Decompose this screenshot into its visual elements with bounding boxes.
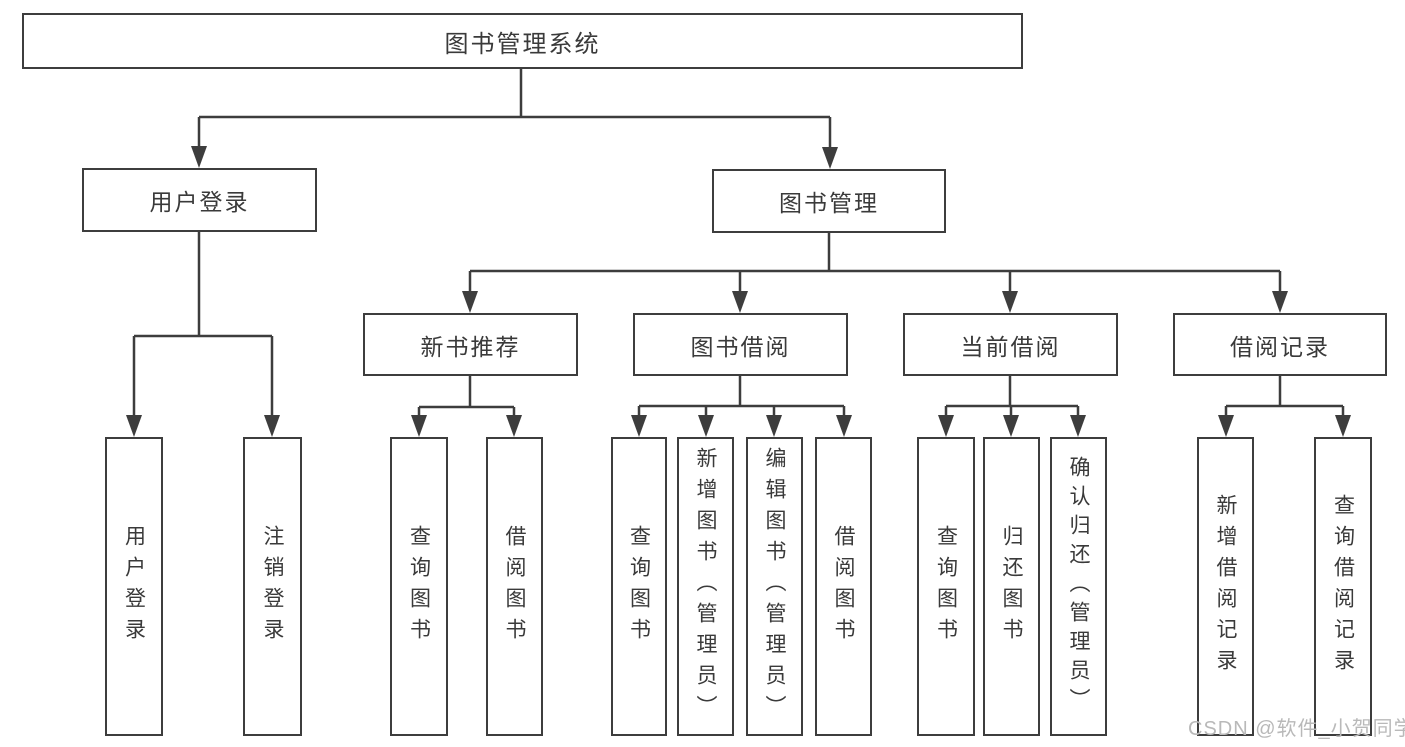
leaf-logout-label: 注销登录 (261, 524, 285, 649)
leaf-user-login-label: 用户登录 (122, 524, 146, 649)
csdn-watermark: CSDN @软件_小贺同学 (1188, 718, 1405, 740)
node-user-login-label: 用户登录 (149, 189, 250, 215)
connector-bookmgmt-to-level3 (468, 231, 1282, 293)
leaf-borrowing-query-books-label: 查询图书 (627, 524, 651, 649)
node-root: 图书管理系统 (22, 13, 1023, 69)
node-new-book-recommend: 新书推荐 (363, 313, 578, 376)
leaf-user-login: 用户登录 (105, 437, 163, 736)
leaf-current-confirm-return-admin-label: 确认归还（管理员） (1067, 456, 1091, 717)
connector-current-to-leaves (944, 375, 1080, 417)
leaf-current-return-books: 归还图书 (983, 437, 1040, 736)
node-borrowing-records-label: 借阅记录 (1230, 333, 1330, 360)
leaf-current-query-books: 查询图书 (917, 437, 975, 736)
leaf-newrec-query-books-label: 查询图书 (407, 524, 431, 649)
node-book-management-label: 图书管理 (779, 190, 879, 216)
leaf-newrec-borrow-books: 借阅图书 (486, 437, 543, 736)
leaf-borrowing-edit-books-admin: 编辑图书（管理员） (746, 437, 803, 736)
leaf-current-return-books-label: 归还图书 (1000, 524, 1024, 649)
node-current-borrowing-label: 当前借阅 (960, 333, 1061, 360)
leaf-borrowing-query-books: 查询图书 (611, 437, 667, 736)
connector-root-to-level2 (197, 68, 832, 149)
connector-userlogin-to-leaves (132, 231, 274, 417)
node-book-borrowing: 图书借阅 (633, 313, 848, 376)
leaf-records-query-record-label: 查询借阅记录 (1331, 493, 1355, 680)
leaf-borrowing-add-books-admin-label: 新增图书（管理员） (694, 447, 718, 726)
leaf-records-add-record: 新增借阅记录 (1197, 437, 1254, 736)
node-root-label: 图书管理系统 (444, 30, 601, 58)
leaf-borrowing-borrow-books: 借阅图书 (815, 437, 872, 736)
leaf-borrowing-edit-books-admin-label: 编辑图书（管理员） (763, 447, 787, 726)
leaf-borrowing-borrow-books-label: 借阅图书 (832, 524, 856, 649)
leaf-current-confirm-return-admin: 确认归还（管理员） (1050, 437, 1107, 736)
node-borrowing-records: 借阅记录 (1173, 313, 1387, 376)
node-user-login: 用户登录 (82, 168, 317, 232)
node-book-management: 图书管理 (712, 169, 946, 233)
leaf-records-add-record-label: 新增借阅记录 (1214, 493, 1238, 680)
connector-borrowing-to-leaves (637, 375, 846, 417)
node-book-borrowing-label: 图书借阅 (690, 333, 791, 360)
leaf-records-query-record: 查询借阅记录 (1314, 437, 1372, 736)
node-new-book-recommend-label: 新书推荐 (420, 333, 521, 360)
leaf-logout: 注销登录 (243, 437, 302, 736)
leaf-newrec-borrow-books-label: 借阅图书 (503, 524, 527, 649)
leaf-borrowing-add-books-admin: 新增图书（管理员） (677, 437, 734, 736)
connector-newrec-to-leaves (417, 375, 516, 417)
node-current-borrowing: 当前借阅 (903, 313, 1118, 376)
leaf-current-query-books-label: 查询图书 (934, 524, 958, 649)
connector-records-to-leaves (1224, 375, 1345, 417)
leaf-newrec-query-books: 查询图书 (390, 437, 448, 736)
